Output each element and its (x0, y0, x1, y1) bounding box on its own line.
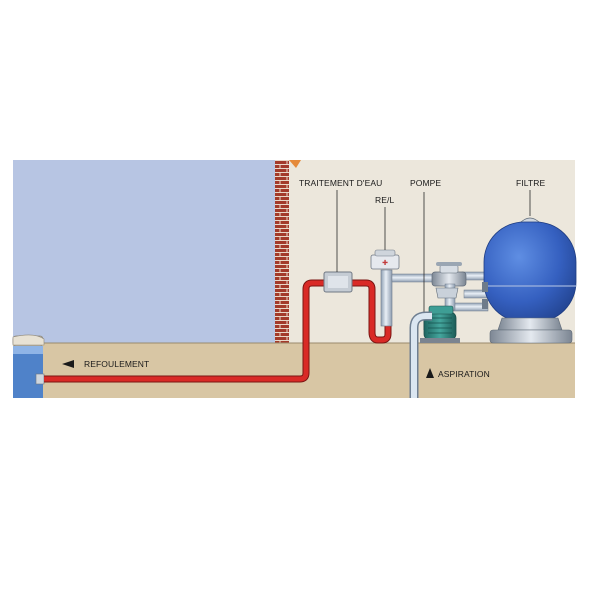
pump-base (420, 338, 460, 343)
label-filtre: FILTRE (516, 178, 545, 188)
pump-elbow (435, 287, 459, 299)
valve-handle (436, 262, 462, 266)
filter-flange-lower (482, 299, 488, 309)
ground (13, 343, 575, 398)
rel-vertical-pipe (380, 269, 393, 327)
pool-water (13, 160, 275, 345)
pool-wall-tiles (13, 346, 43, 398)
label-traitement: TRAITEMENT D'EAU (299, 178, 382, 188)
return-inlet (35, 373, 45, 385)
filter-tank (483, 221, 577, 323)
aspiration-arrow-icon (426, 368, 434, 378)
label-pompe: POMPE (410, 178, 441, 188)
water-treatment-unit-panel (328, 276, 348, 288)
suction-pipe-inner (411, 313, 432, 398)
rel-controller-cap (374, 249, 396, 257)
label-refoulement: REFOULEMENT (84, 359, 149, 369)
rel-logo-icon: ✚ (382, 259, 388, 267)
valve-top (439, 264, 459, 274)
label-rel: RE/L (375, 195, 394, 205)
refoulement-arrow-icon (62, 360, 74, 368)
brick-wall (275, 160, 289, 345)
wall-corner-marker (289, 160, 301, 168)
pool-wall-tiles-highlight (13, 346, 43, 354)
pump-motor-fins (428, 317, 452, 334)
return-pipe-segment-2-inner (352, 280, 391, 343)
filter-flange-upper (482, 282, 488, 292)
filter-collar (497, 317, 563, 331)
filter-base (489, 329, 573, 344)
pool-coping-lip (12, 334, 45, 346)
return-pipe-inner (44, 280, 324, 382)
pump-prefilter (428, 305, 454, 315)
label-aspiration: ASPIRATION (438, 369, 490, 379)
